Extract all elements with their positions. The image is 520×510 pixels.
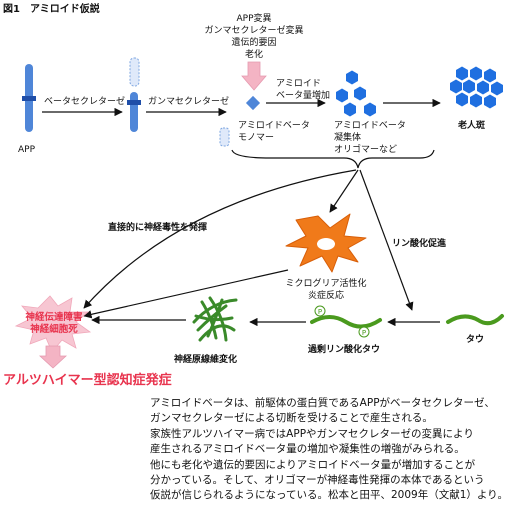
amyloid-increase-label-1: アミロイド [276,79,321,89]
aggregate-label-3: オリゴマーなど [334,143,397,155]
plaque-label: 老人斑 [457,119,485,131]
caption-line: 分かっている。そして、オリゴマーが神経毒性発揮の本体であるという [150,474,485,487]
microglia-icon [285,213,367,273]
neuron-death-label-1: 神経伝達障害 [25,311,83,323]
caption-line: 産生されるアミロイドベータ量の増加や凝集性の増強がみられる。 [150,443,465,456]
caption-line: 家族性アルツハイマー病ではAPPやガンマセクレターゼの変異により [150,427,474,440]
arrow-direct-toxicity [83,169,357,309]
monomer-icon [219,95,261,147]
tangle-label: 神経原線維変化 [174,353,237,365]
monomer-label-1: アミロイドベータ [238,120,310,131]
app-molecule-icon [22,64,36,132]
amyloid-increase-label-2: ベータ量増加 [276,89,330,101]
monomer-label-2: モノマー [238,133,274,143]
senile-plaque-icon [450,66,503,109]
phosphorylation-label: リン酸化促進 [392,237,447,249]
tau-icon [446,314,504,326]
aggregate-label-1: アミロイドベータ [334,120,406,131]
caption: アミロイドベータは、前駆体の蛋白質であるAPPがベータセクレターゼ、 ガンマセク… [150,396,518,504]
disease-arrow-icon [38,345,68,369]
figure-number: 図1 [3,3,20,15]
phospho-mark-1: P [318,308,322,316]
arrow-to-microglia [329,169,359,213]
factor-app-mutation: APP変異 [236,12,271,24]
microglia-label-2: 炎症反応 [308,289,344,301]
figure-title: アミロイド仮説 [30,2,100,15]
caption-line: 仮説が信じられるようになっている。松本と田平、2009年（文献1）より。 [150,489,508,502]
phospho-mark-2: P [362,329,366,337]
microglia-label-1: ミクログリア活性化 [285,277,366,289]
grouping-brace [231,149,435,169]
neuron-death-burst-icon [14,295,92,353]
factor-genetic: 遺伝的要因 [231,36,276,48]
hyper-tau-icon [310,305,382,338]
increase-arrow-icon [241,61,267,91]
caption-line: 他にも老化や遺伝的要因によりアミロイドベータ量が増加することが [150,458,476,471]
caption-line: アミロイドベータは、前駆体の蛋白質であるAPPがベータセクレターゼ、 [150,397,495,409]
beta-secretase-label: ベータセクレターゼ [44,95,125,107]
arrow-to-tau [359,169,414,311]
aggregate-hexagons-icon [336,70,376,117]
caption-line: ガンマセクレターゼによる切断を受けることで産生される。 [150,412,433,425]
neuron-death-label-2: 神経細胞死 [30,323,78,335]
factor-aging: 老化 [245,48,263,60]
aggregate-label-2: 凝集体 [334,131,361,143]
tau-label: タウ [466,333,484,345]
arrow-inflammation-to-death [83,269,289,319]
gamma-secretase-label: ガンマセクレターゼ [148,95,229,107]
direct-toxicity-label: 直接的に神経毒性を発揮 [108,221,207,233]
hyper-tau-label: 過剰リン酸化タウ [307,343,380,355]
disease-label: アルツハイマー型認知症発症 [3,372,172,388]
cleaved-app-icon [127,57,141,132]
factor-gamma-mutation: ガンマセクレターゼ変異 [204,24,303,36]
tangle-icon [192,296,238,342]
app-label: APP [18,145,36,155]
